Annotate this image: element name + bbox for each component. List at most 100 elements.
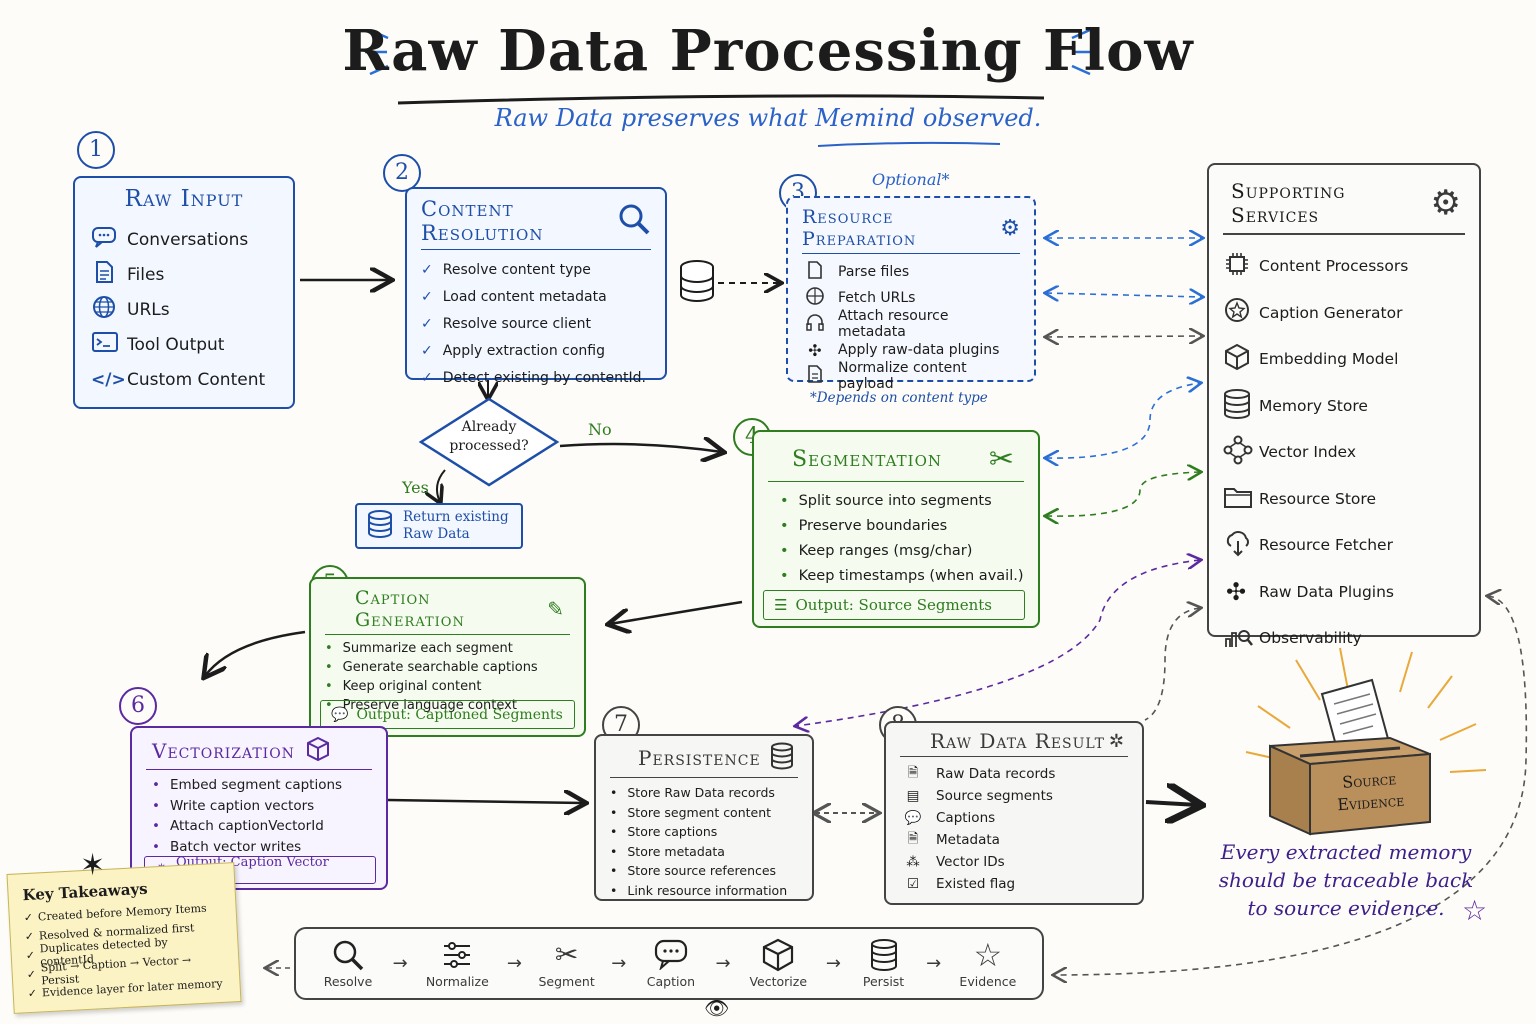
result-item-label: Source segments (936, 788, 1053, 804)
arrow-vectorization-to-persistence (387, 800, 584, 803)
page-title: Raw Data Processing Flow (342, 18, 1194, 84)
headset-icon (802, 312, 828, 336)
service-item: Vector Index (1223, 429, 1465, 476)
bullet-label: Store captions (627, 824, 718, 840)
gear-icon: ⚙ (1430, 183, 1461, 223)
cube-icon (305, 736, 331, 766)
raw-input-label: URLs (127, 299, 170, 320)
bullet-label: Batch vector writes (169, 838, 302, 855)
pipeline-step: Normalize (422, 938, 492, 989)
evidence-caption-line3: to source evidence. (1247, 896, 1445, 920)
title-underline (397, 94, 1045, 105)
bullet-item: •Store captions (610, 824, 718, 840)
check-item-label: Resolve source client (442, 315, 591, 332)
return-line2: Raw Data (403, 526, 470, 542)
service-label: Resource Store (1259, 489, 1376, 508)
result-item-label: Vector IDs (936, 854, 1005, 870)
result-item-label: Metadata (936, 832, 1000, 848)
check-icon: ✓ (25, 948, 36, 963)
prep-item: Attach resource metadata (802, 308, 1020, 340)
step-number: 1 (77, 131, 115, 169)
step-number: 6 (119, 687, 157, 725)
pipeline-step-label: Resolve (323, 974, 373, 989)
sparkle-icon: ✲ (1108, 730, 1124, 752)
pipeline-step: Resolve (318, 938, 378, 989)
service-item: ✣Raw Data Plugins (1223, 569, 1465, 616)
raw-data-result-list: 🗎Raw Data records ▤Source segments 💬Capt… (900, 763, 1128, 895)
result-item: 🗎Raw Data records (900, 763, 1128, 785)
decision-label-line1: Already (461, 419, 517, 435)
depends-footnote: *Depends on content type (810, 390, 988, 406)
decision-label-line2: processed? (449, 438, 529, 454)
bullet-label: Split source into segments (798, 492, 992, 509)
content-resolution-box: Content Resolution ✓Resolve content type… (405, 187, 667, 386)
check-icon: ✓ (421, 288, 433, 305)
pipeline-step-label: Caption (646, 974, 696, 989)
segmentation-box: Segmentation ✂ •Split source into segmen… (752, 430, 1040, 628)
raw-data-result-title: Raw Data Result (930, 729, 1105, 753)
chart-search-icon (1223, 621, 1253, 655)
globe-icon (802, 286, 828, 310)
raw-input-item: URLs (91, 292, 277, 327)
segmentation-list: •Split source into segments •Preserve bo… (768, 488, 1024, 588)
link-segmentation-services-1 (1046, 383, 1200, 458)
database-icon (1223, 388, 1250, 424)
decision-yes-label: Yes (402, 478, 429, 497)
key-takeaways-note: Key Takeaways ✓Created before Memory Ite… (6, 862, 242, 1014)
bullet-label: Store source references (627, 863, 777, 879)
bullet-item: •Store metadata (610, 843, 725, 859)
file-icon (802, 364, 828, 388)
service-item: Caption Generator (1223, 290, 1465, 337)
raw-input-label: Files (127, 264, 165, 285)
raw-input-title: Raw Input (124, 186, 244, 212)
raw-input-label: Custom Content (127, 369, 266, 390)
bullet-label: Store Raw Data records (627, 785, 775, 801)
key-takeaways-list: ✓Created before Memory Items ✓Resolved &… (23, 898, 226, 1003)
persistence-list: •Store Raw Data records •Store segment c… (610, 783, 798, 900)
caption-generation-list: •Summarize each segment •Generate search… (325, 639, 570, 715)
vectorization-title: Vectorization (152, 739, 295, 763)
pipeline-step-label: Segment (538, 974, 595, 989)
pipeline-step-label: Vectorize (749, 974, 808, 989)
database-icon (856, 938, 912, 974)
bullet-item: •Split source into segments (780, 492, 992, 509)
caption-output: 💬Output: Captioned Segments (320, 700, 575, 729)
result-item: ☑Existed flag (900, 873, 1128, 895)
segmentation-title: Segmentation (792, 447, 942, 472)
layers-icon: ☰ (774, 596, 788, 614)
pipeline-step-label: Persist (862, 974, 905, 989)
globe-icon (91, 294, 117, 325)
sliders-icon (422, 938, 492, 974)
check-icon: ✓ (24, 929, 35, 944)
check-item-label: Load content metadata (442, 288, 607, 305)
pipeline-step-label: Normalize (425, 974, 489, 989)
link-preparation-services-2 (1046, 293, 1202, 297)
prep-item: ✣Apply raw-data plugins (802, 337, 1020, 363)
pipeline-step: Persist (856, 938, 912, 989)
search-icon (617, 202, 651, 240)
bullet-item: •Preserve boundaries (780, 517, 948, 534)
bullet-label: Attach captionVectorId (169, 818, 324, 835)
bullet-label: Keep ranges (msg/char) (798, 542, 973, 559)
star-doodle-icon: ✶ (80, 848, 106, 883)
supporting-services-box: Supporting Services ⚙ Content Processors… (1207, 163, 1481, 648)
database-icon (678, 259, 716, 307)
service-label: Vector Index (1259, 443, 1356, 462)
bullet-item: •Embed segment captions (152, 777, 343, 794)
arrow-right-icon: → (392, 953, 408, 974)
service-item: Observability (1223, 615, 1465, 662)
prep-item: Normalize content payload (802, 360, 1020, 392)
service-item: Memory Store (1223, 383, 1465, 430)
result-item: 💬Captions (900, 807, 1128, 829)
persistence-title: Persistence (638, 746, 761, 770)
pipeline-step: ✂Segment (537, 938, 597, 989)
bullet-item: •Link resource information (610, 882, 788, 898)
page-subtitle: Raw Data preserves what Memind observed. (494, 104, 1042, 132)
result-item: 🗎Metadata (900, 829, 1128, 851)
terminal-icon (91, 331, 118, 358)
arrow-right-icon: → (506, 953, 523, 974)
arrow-right-icon: → (611, 953, 627, 974)
check-item-label: Detect existing by contentId. (442, 369, 646, 386)
return-existing-box: Return existing Raw Data (355, 503, 523, 549)
